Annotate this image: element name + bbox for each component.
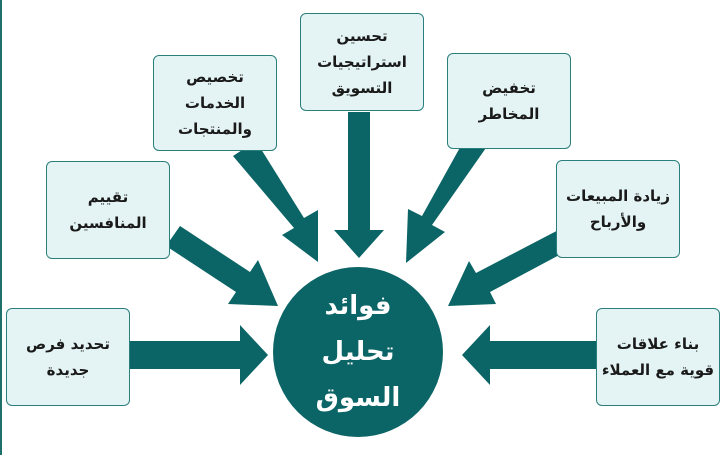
arrow-left	[130, 325, 268, 385]
arrow-mid-right	[448, 225, 578, 306]
box-line: زيادة المبيعات	[566, 187, 670, 205]
box-line: المنافسين	[69, 214, 147, 232]
box-increase-sales: زيادة المبيعات والأرباح	[556, 160, 680, 258]
arrow-upper-left	[233, 141, 318, 262]
arrow-top	[334, 112, 384, 258]
arrow-right	[462, 325, 596, 385]
box-line: جديدة	[46, 361, 90, 379]
box-line: تحديد فرص	[26, 335, 110, 353]
center-line: تحليل	[321, 337, 395, 367]
box-new-opportunities: تحديد فرص جديدة	[6, 308, 130, 406]
box-line: بناء علاقات	[616, 335, 700, 353]
arrow-mid-left	[166, 226, 278, 306]
box-line: قوية مع العملاء	[601, 361, 715, 379]
box-line: الخدمات	[184, 94, 246, 112]
center-line: فوائد	[324, 291, 392, 321]
box-line: استراتيجيات	[317, 53, 407, 71]
box-line: تقييم	[87, 188, 129, 206]
arrow-upper-right	[406, 133, 488, 263]
box-line: والمنتجات	[178, 120, 252, 138]
box-customer-relations: بناء علاقات قوية مع العملاء	[596, 308, 720, 406]
box-reduce-risks: تخفيض المخاطر	[447, 53, 571, 149]
box-line: تحسين	[336, 27, 388, 45]
box-line: والأرباح	[589, 213, 647, 231]
box-evaluate-competitors: تقييم المنافسين	[46, 161, 170, 259]
box-line: المخاطر	[478, 105, 540, 123]
box-line: التسويق	[331, 79, 393, 97]
box-improve-marketing: تحسين استراتيجيات التسويق	[300, 13, 424, 111]
box-customize-services: تخصيص الخدمات والمنتجات	[153, 55, 277, 151]
center-circle: فوائد تحليل السوق	[273, 267, 443, 437]
center-line: السوق	[315, 383, 401, 413]
box-line: تخصيص	[186, 68, 244, 86]
box-line: تخفيض	[482, 79, 536, 97]
